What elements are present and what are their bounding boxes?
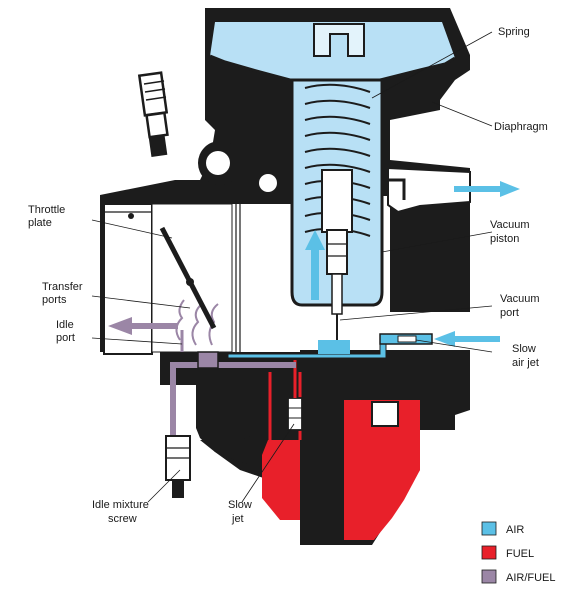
label-slow-jet-1: Slow bbox=[228, 499, 252, 511]
label-vacuum-port-2: port bbox=[500, 307, 519, 319]
label-transfer-ports-2: ports bbox=[42, 294, 67, 306]
label-slow-air-jet-1: Slow bbox=[512, 343, 536, 355]
label-idle-port-1: Idle bbox=[56, 319, 74, 331]
air-fuel-passages bbox=[170, 299, 296, 440]
label-slow-air-jet-2: air jet bbox=[512, 357, 539, 369]
label-throttle-plate-1: Throttle bbox=[28, 204, 65, 216]
legend-label-air-fuel: AIR/FUEL bbox=[506, 572, 556, 584]
vacuum-piston-needle bbox=[321, 169, 353, 340]
leader-lines bbox=[91, 31, 493, 503]
legend-swatch-air-fuel bbox=[481, 569, 497, 584]
label-idle-port-2: port bbox=[56, 332, 75, 344]
legend-item-fuel: FUEL bbox=[481, 545, 534, 560]
label-slow-jet-2: jet bbox=[231, 513, 244, 525]
label-idle-mixture-screw-1: Idle mixture bbox=[92, 499, 149, 511]
label-vacuum-piston-2: piston bbox=[490, 233, 519, 245]
legend: AIR FUEL AIR/FUEL bbox=[481, 521, 556, 584]
throttle-plate bbox=[159, 226, 217, 330]
label-diaphragm: Diaphragm bbox=[494, 121, 548, 133]
legend-label-fuel: FUEL bbox=[506, 548, 534, 560]
legend-label-air: AIR bbox=[506, 524, 524, 536]
legend-item-air-fuel: AIR/FUEL bbox=[481, 569, 556, 584]
legend-swatch-fuel bbox=[481, 545, 497, 560]
legend-item-air: AIR bbox=[481, 521, 524, 536]
label-vacuum-port-1: Vacuum bbox=[500, 293, 540, 305]
labels: Spring Diaphragm Throttle plate Vacuum p… bbox=[28, 26, 548, 525]
label-transfer-ports-1: Transfer bbox=[42, 281, 83, 293]
idle-mixture-screw bbox=[165, 435, 191, 498]
flow-arrows bbox=[108, 181, 520, 347]
legend-swatch-air bbox=[481, 521, 497, 536]
label-throttle-plate-2: plate bbox=[28, 217, 52, 229]
float-bowl bbox=[200, 365, 420, 540]
label-idle-mixture-screw-2: screw bbox=[108, 513, 137, 525]
label-spring: Spring bbox=[498, 26, 530, 38]
top-adjust-screw bbox=[137, 71, 169, 158]
label-vacuum-piston-1: Vacuum bbox=[490, 219, 530, 231]
